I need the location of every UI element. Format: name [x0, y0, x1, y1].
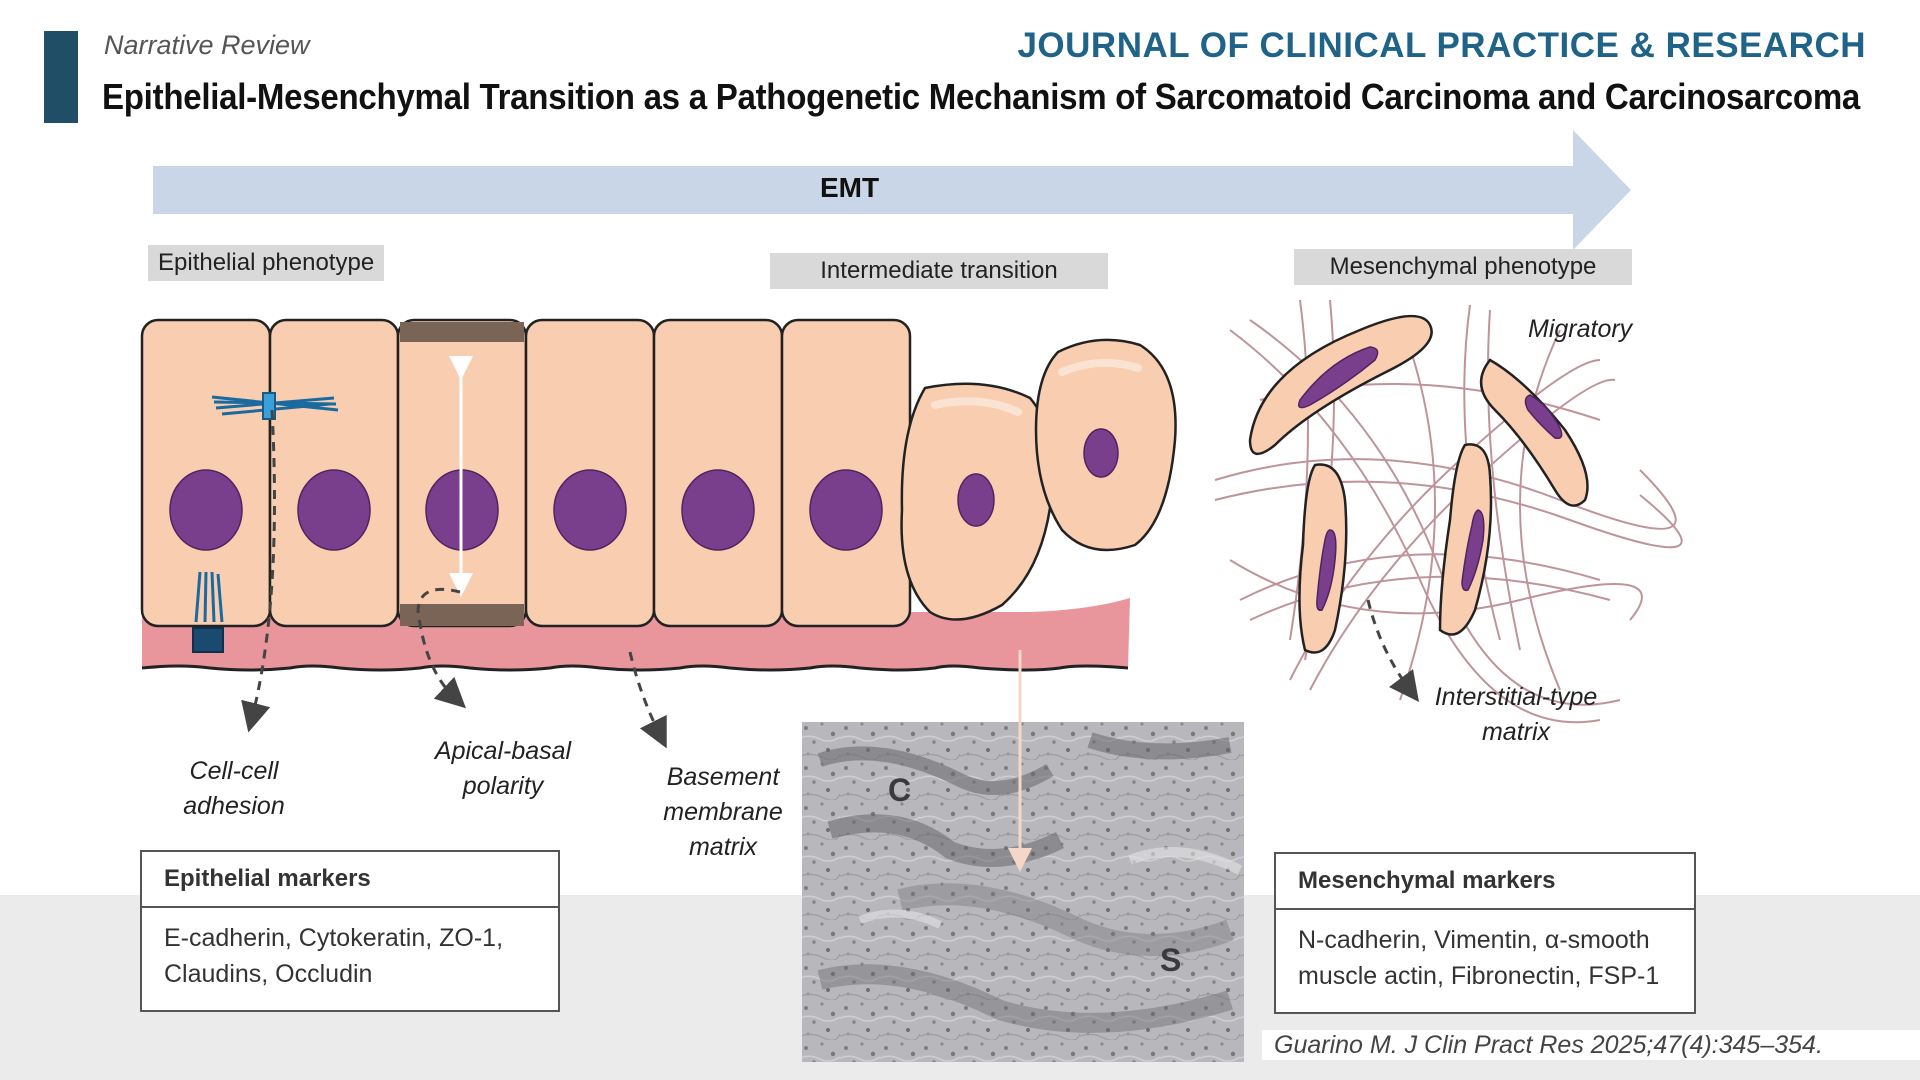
- nucleus: [809, 469, 883, 551]
- mesenchymal-markers-box: Mesenchymal markers N-cadherin, Vimentin…: [1274, 852, 1696, 1014]
- cell-cell-line-1: Cell-cell: [189, 757, 279, 785]
- mesenchymal-markers-line-2: muscle actin, Fibronectin, FSP-1: [1298, 962, 1660, 990]
- mesenchymal-markers-list: N-cadherin, Vimentin, α-smooth muscle ac…: [1276, 910, 1694, 1006]
- basement-pointer-arrow: [628, 651, 667, 749]
- epithelial-markers-line-2: Claudins, Occludin: [164, 960, 373, 988]
- interstitial-line-2: matrix: [1481, 718, 1551, 746]
- mesenchymal-phase-label: Mesenchymal phenotype: [1294, 249, 1632, 285]
- nucleus: [681, 469, 755, 551]
- interstitial-pointer-arrow: [1366, 599, 1419, 703]
- nucleus: [1461, 509, 1485, 592]
- epithelial-markers-heading: Epithelial markers: [142, 852, 558, 908]
- basement-line-3: matrix: [688, 833, 758, 861]
- micrograph-label-s: S: [1160, 942, 1182, 978]
- nucleus: [1083, 428, 1119, 478]
- spindle-cell: [1438, 443, 1493, 636]
- micrograph-image: [802, 650, 1244, 1062]
- desmosome-icon: [192, 571, 224, 653]
- emt-arrow: [153, 130, 1631, 250]
- epithelial-markers-list: E-cadherin, Cytokeratin, ZO-1, Claudins,…: [142, 908, 558, 1004]
- article-type: Narrative Review: [104, 30, 310, 60]
- micrograph-label-c: C: [888, 772, 912, 808]
- basal-band: [400, 604, 524, 626]
- nucleus: [297, 469, 371, 551]
- epithelial-markers-line-1: E-cadherin, Cytokeratin, ZO-1,: [164, 924, 504, 952]
- emt-label: EMT: [820, 172, 880, 203]
- interstitial-line-1: Interstitial-type: [1434, 683, 1598, 711]
- polarity-line-2: polarity: [462, 772, 544, 800]
- nucleus: [1298, 346, 1379, 409]
- polarity-line-1: Apical-basal: [434, 737, 572, 765]
- epithelial-phase-label: Epithelial phenotype: [148, 245, 385, 281]
- polarity-pointer-arrow: [416, 587, 466, 709]
- nucleus: [553, 469, 627, 551]
- interstitial-fibers: [1214, 299, 1683, 724]
- citation: Guarino M. J Clin Pract Res 2025;47(4):3…: [1262, 1030, 1920, 1060]
- mesenchymal-nuclei: [1298, 346, 1563, 612]
- basement-line-2: membrane: [663, 798, 783, 826]
- migratory-label: Migratory: [1528, 315, 1633, 343]
- nucleus: [1316, 529, 1337, 612]
- cell-cell-adhesion-label: Cell-cell adhesion: [166, 754, 302, 824]
- nuclei: [169, 469, 883, 551]
- article-title: Epithelial-Mesenchymal Transition as a P…: [102, 76, 1861, 117]
- basement-line-1: Basement: [666, 763, 780, 791]
- epithelial-markers-box: Epithelial markers E-cadherin, Cytokerat…: [140, 850, 560, 1012]
- nucleus: [169, 469, 243, 551]
- pointer-arrows: [241, 409, 1419, 749]
- interstitial-matrix-label: Interstitial-type matrix: [1424, 680, 1608, 750]
- accent-bar: [44, 31, 78, 123]
- nucleus: [957, 473, 995, 527]
- nucleus: [1524, 394, 1563, 440]
- cell-cell-line-2: adhesion: [183, 792, 285, 820]
- basement-membrane-label: Basement membrane matrix: [650, 760, 796, 865]
- epithelial-cells: [140, 318, 912, 628]
- intermediate-phase-label: Intermediate transition: [770, 253, 1108, 289]
- mesenchymal-markers-line-1: N-cadherin, Vimentin, α-smooth: [1298, 926, 1650, 954]
- journal-name: JOURNAL OF CLINICAL PRACTICE & RESEARCH: [1017, 26, 1866, 65]
- mesenchymal-markers-heading: Mesenchymal markers: [1276, 854, 1694, 910]
- cell-cell-arrow: [241, 409, 276, 733]
- apical-basal-polarity-label: Apical-basal polarity: [424, 734, 582, 804]
- apical-band: [400, 322, 524, 342]
- spindle-cell: [1480, 358, 1589, 507]
